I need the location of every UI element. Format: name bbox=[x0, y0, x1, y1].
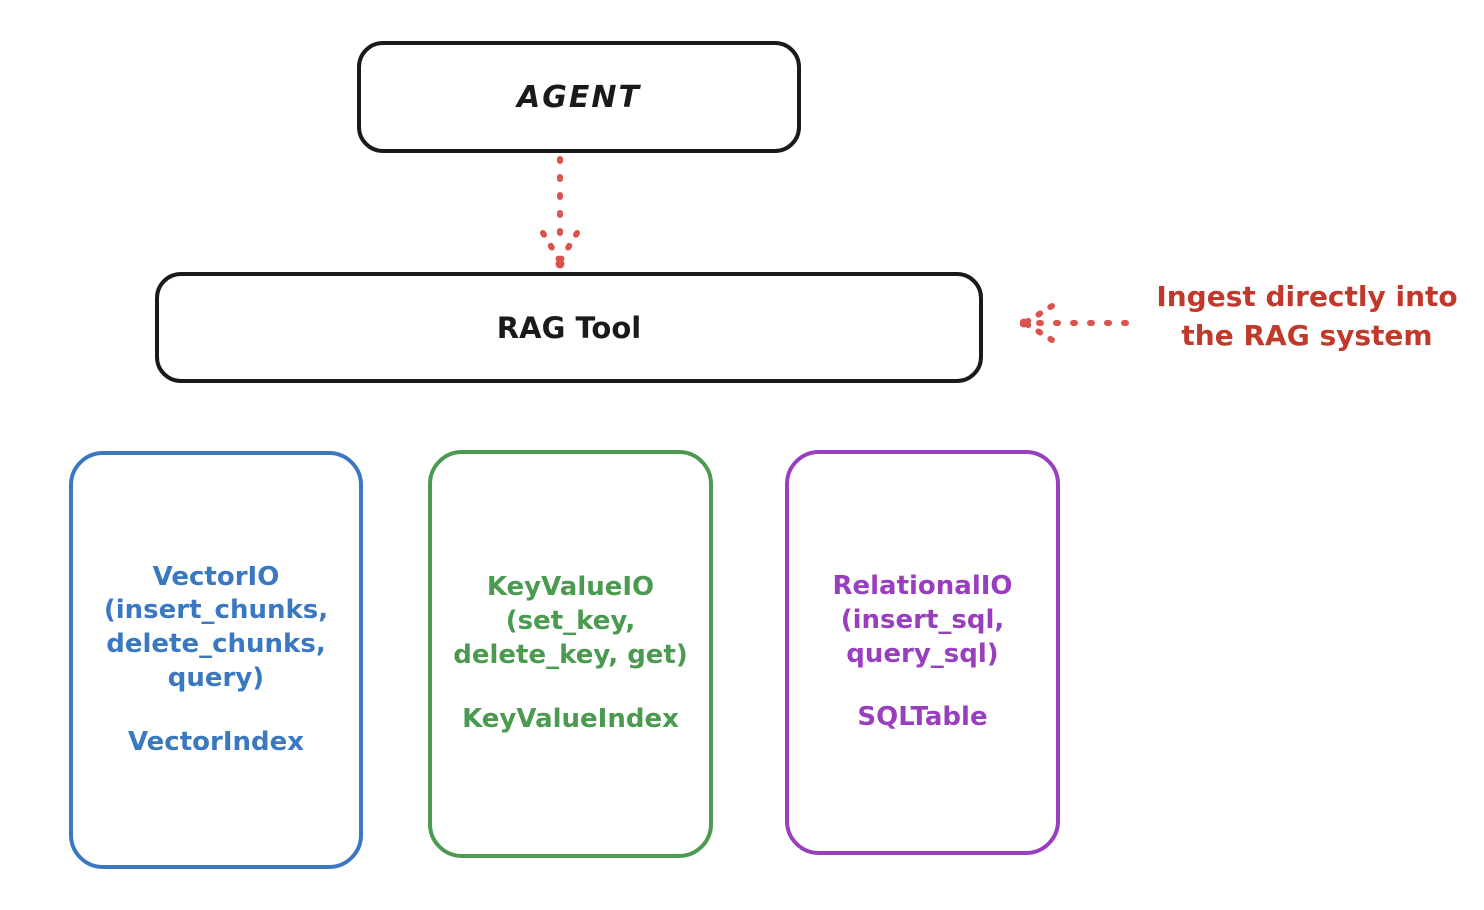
vector-io-node[interactable]: VectorIO (insert_chunks, delete_chunks, … bbox=[69, 451, 363, 869]
keyvalue-io-node[interactable]: KeyValueIO (set_key, delete_key, get) Ke… bbox=[428, 450, 713, 858]
agent-node-label: AGENT bbox=[517, 79, 641, 115]
keyvalue-io-api-label: KeyValueIO (set_key, delete_key, get) bbox=[453, 572, 688, 670]
agent-node[interactable]: AGENT bbox=[357, 41, 801, 153]
relational-io-api-label: RelationalIO (insert_sql, query_sql) bbox=[832, 570, 1013, 669]
agent-to-rag-tool-dotted-arrow bbox=[540, 156, 580, 269]
vector-io-api-label: VectorIO (insert_chunks, delete_chunks, … bbox=[103, 561, 329, 693]
keyvalue-io-index-label: KeyValueIndex bbox=[462, 703, 679, 734]
rag-tool-node[interactable]: RAG Tool bbox=[155, 272, 983, 383]
vector-io-index-label: VectorIndex bbox=[127, 726, 305, 757]
ingest-dotted-arrow bbox=[1020, 303, 1129, 343]
rag-tool-node-label: RAG Tool bbox=[496, 310, 642, 345]
relational-io-node[interactable]: RelationalIO (insert_sql, query_sql) SQL… bbox=[785, 450, 1060, 855]
ingest-annotation-text: Ingest directly into the RAG system bbox=[1156, 280, 1458, 352]
relational-io-index-label: SQLTable bbox=[857, 702, 988, 733]
